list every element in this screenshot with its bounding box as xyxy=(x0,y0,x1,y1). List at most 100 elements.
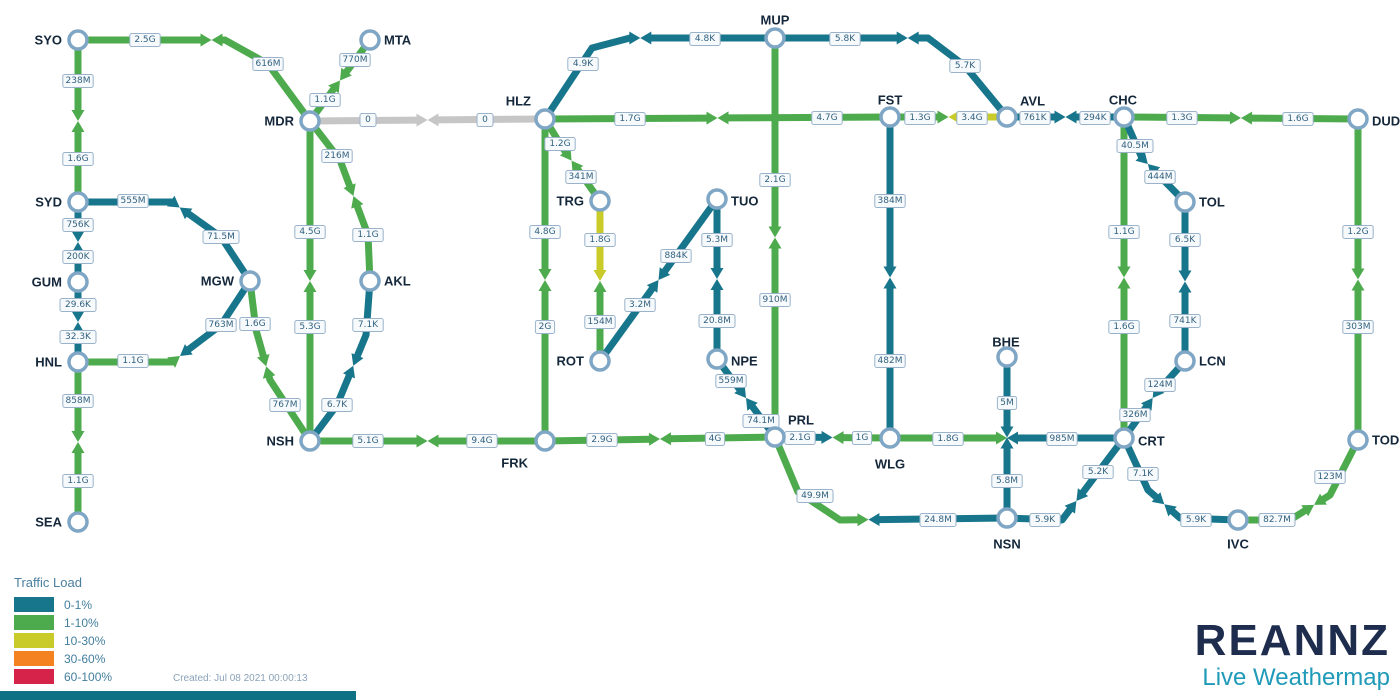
legend-swatch xyxy=(14,669,54,684)
node-label-IVC: IVC xyxy=(1227,537,1249,552)
link-MDR-HLZ-out-arrow xyxy=(416,113,428,127)
link-HLZ-FRK-out-arrow xyxy=(538,269,552,280)
link-FRK-PRL-traffic-label-in-box xyxy=(704,432,726,446)
link-MUP-AVL-in-arrow xyxy=(907,31,919,45)
link-MUP-PRL-traffic-label-in: 910M xyxy=(763,295,788,305)
created-timestamp: Created: Jul 08 2021 00:00:13 xyxy=(173,673,308,684)
node-TOD[interactable] xyxy=(1347,429,1369,451)
node-label-ROT: ROT xyxy=(557,354,585,369)
node-SYD[interactable] xyxy=(67,191,89,213)
node-FST[interactable] xyxy=(879,106,901,128)
node-PRL[interactable] xyxy=(764,426,786,448)
link-MGW-NSH-traffic-label-out-box xyxy=(239,317,271,331)
node-AVL[interactable] xyxy=(996,106,1018,128)
node-SYO[interactable] xyxy=(67,29,89,51)
link-WLG-CRT-traffic-label-in-box xyxy=(1046,432,1078,446)
link-WLG-CRT-traffic-label-out: 1.8G xyxy=(937,434,958,444)
node-MTA[interactable] xyxy=(359,29,381,51)
node-NPE[interactable] xyxy=(706,348,728,370)
node-TUO[interactable] xyxy=(706,188,728,210)
link-PRL-NSN-out[interactable] xyxy=(771,435,860,524)
link-HLZ-FST-in[interactable] xyxy=(726,113,891,122)
link-LCN-CRT-traffic-label-in-box xyxy=(1119,408,1151,422)
node-DUD[interactable] xyxy=(1347,108,1369,130)
link-BHE-NSN-out-arrow xyxy=(1000,426,1014,438)
node-IVC[interactable] xyxy=(1227,509,1249,531)
node-AKL[interactable] xyxy=(359,270,381,292)
link-TOD-IVC-traffic-label-out-box xyxy=(1314,470,1346,484)
link-HNL-MGW-in[interactable] xyxy=(185,279,253,354)
link-CHC-TOL-traffic-label-in-box xyxy=(1144,170,1176,184)
node-label-TOL: TOL xyxy=(1199,195,1225,210)
link-LCN-CRT-in-arrow xyxy=(1141,398,1153,411)
link-SYO-SYD-traffic-label-in-box xyxy=(62,152,94,166)
node-WLG[interactable] xyxy=(879,427,901,449)
node-TRG[interactable] xyxy=(589,190,611,212)
link-SYD-MGW-in[interactable] xyxy=(184,209,253,283)
link-AKL-NSH-out[interactable] xyxy=(353,280,374,359)
link-CRT-IVC-out[interactable] xyxy=(1120,436,1160,501)
link-TOL-LCN-traffic-label-out: 6.5K xyxy=(1175,235,1196,245)
link-CRT-IVC-traffic-label-in: 5.9K xyxy=(1186,515,1207,525)
link-NSN-CRT-out[interactable] xyxy=(1006,505,1074,524)
link-HLZ-MUP-out[interactable] xyxy=(542,34,634,121)
link-SYO-SYD-traffic-label-out-box xyxy=(62,74,94,88)
link-SYO-MDR-in[interactable] xyxy=(220,36,313,124)
link-TUO-NPE-traffic-label-out: 5.3M xyxy=(706,235,728,245)
node-BHE[interactable] xyxy=(996,346,1018,368)
link-HLZ-FRK-traffic-label-in: 2G xyxy=(539,322,552,332)
node-LCN[interactable] xyxy=(1174,350,1196,372)
link-FST-WLG-traffic-label-out-box xyxy=(874,194,906,208)
link-HLZ-FRK-traffic-label-out: 4.8G xyxy=(534,227,555,237)
nodes-layer: SYOSYDGUMHNLSEAMGWMDRMTAAKLNSHHLZTRGROTT… xyxy=(32,13,1400,552)
node-HLZ[interactable] xyxy=(534,108,556,130)
link-CRT-IVC-in[interactable] xyxy=(1168,507,1239,524)
node-TOL[interactable] xyxy=(1174,191,1196,213)
node-MUP[interactable] xyxy=(764,27,786,49)
node-HNL[interactable] xyxy=(67,351,89,373)
links-layer xyxy=(71,31,1365,527)
node-FRK[interactable] xyxy=(534,430,556,452)
link-TUO-NPE-traffic-label-in: 20.8M xyxy=(703,316,731,326)
node-ROT[interactable] xyxy=(589,350,611,372)
link-CHC-CRT-traffic-label-out: 1.1G xyxy=(1113,227,1134,237)
link-FRK-PRL-in-arrow xyxy=(660,432,672,446)
link-TUO-NPE-traffic-label-in-box xyxy=(698,314,736,328)
link-TOL-LCN-traffic-label-in: 741K xyxy=(1173,316,1197,326)
node-SEA[interactable] xyxy=(67,511,89,533)
node-label-SYO: SYO xyxy=(35,33,62,48)
node-GUM[interactable] xyxy=(67,271,89,293)
link-SYD-MGW-out-arrow xyxy=(167,195,180,208)
node-label-GUM: GUM xyxy=(32,275,62,290)
link-SYO-SYD-traffic-label-in: 1.6G xyxy=(67,154,88,164)
node-CHC[interactable] xyxy=(1113,106,1135,128)
node-MGW[interactable] xyxy=(239,270,261,292)
link-FST-WLG-traffic-label-out: 384M xyxy=(878,196,903,206)
link-ROT-TUO-traffic-label-out: 3.2M xyxy=(629,300,651,310)
link-PRL-WLG-traffic-label-in: 1G xyxy=(856,433,869,443)
link-TRG-ROT-traffic-label-out-box xyxy=(584,233,616,247)
link-CHC-CRT-traffic-label-in-box xyxy=(1108,320,1140,334)
link-SYD-GUM-traffic-label-out-box xyxy=(62,218,94,232)
node-MDR[interactable] xyxy=(299,110,321,132)
link-MGW-NSH-traffic-label-in: 767M xyxy=(273,400,298,410)
link-MGW-NSH-traffic-label-in-box xyxy=(269,398,301,412)
link-CHC-DUD-traffic-label-in: 1.6G xyxy=(1287,114,1308,124)
link-TOD-IVC-out[interactable] xyxy=(1319,438,1362,504)
link-MGW-NSH-out-arrow xyxy=(257,354,270,367)
legend-range-label: 30-60% xyxy=(64,651,106,666)
node-NSN[interactable] xyxy=(996,507,1018,529)
link-HLZ-FST-out-arrow xyxy=(706,111,718,125)
link-MUP-AVL-traffic-label-in: 5.7K xyxy=(955,61,976,71)
link-AVL-CHC-traffic-label-in-box xyxy=(1079,111,1111,125)
node-NSH[interactable] xyxy=(299,430,321,452)
link-MDR-AKL-in[interactable] xyxy=(353,203,374,282)
link-MDR-HLZ-traffic-label-in: 0 xyxy=(482,115,488,125)
node-CRT[interactable] xyxy=(1113,427,1135,449)
node-label-NPE: NPE xyxy=(731,354,758,369)
link-MUP-AVL-in[interactable] xyxy=(916,34,1010,120)
link-MGW-NSH-traffic-label-out: 1.6G xyxy=(244,319,265,329)
node-label-HLZ: HLZ xyxy=(506,94,531,109)
link-CRT-IVC-traffic-label-in-box xyxy=(1180,513,1212,527)
link-MUP-PRL-out-arrow xyxy=(768,226,782,238)
